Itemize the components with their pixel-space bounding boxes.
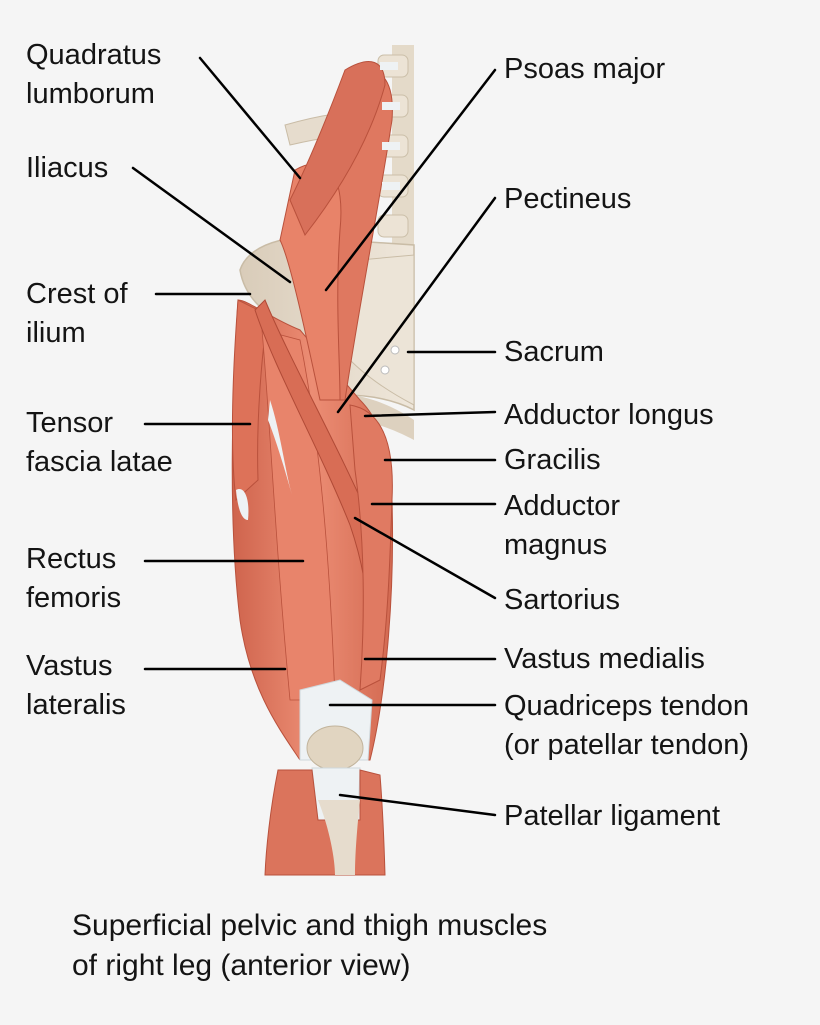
label-patellar-ligament: Patellar ligament [504, 800, 720, 832]
line-adductor-longus [363, 410, 497, 418]
line-iliacus [131, 166, 292, 284]
label-sacrum: Sacrum [504, 336, 604, 368]
line-psoas-major [324, 68, 497, 292]
line-patellar-ligament [338, 793, 497, 817]
sacrum-bone [349, 254, 415, 406]
label-adductor-longus: Adductor longus [504, 399, 714, 431]
label-sartorius: Sartorius [504, 584, 621, 616]
label-iliacus: Iliacus [26, 152, 109, 184]
line-pectineus [336, 196, 497, 414]
label-pectineus: Pectineus [504, 183, 632, 215]
line-sartorius [353, 516, 497, 600]
label-quadriceps-tendon: Quadriceps tendon(or patellar tendon) [504, 690, 750, 761]
label-gracilis: Gracilis [504, 444, 601, 476]
adductor-muscles [349, 404, 393, 691]
leader-lines [131, 56, 497, 817]
label-psoas-major: Psoas major [504, 53, 666, 85]
line-quadratus-lumborum [198, 56, 302, 180]
patella [306, 725, 364, 771]
label-vastus-medialis: Vastus medialis [504, 643, 705, 675]
